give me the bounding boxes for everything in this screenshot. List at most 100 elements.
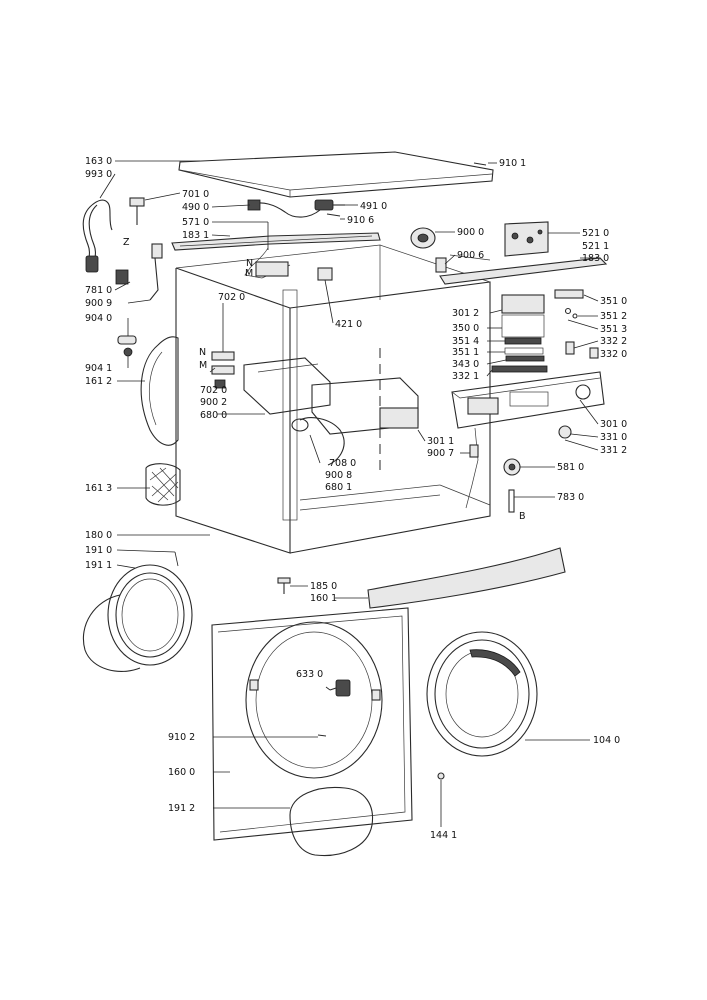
screw-910-2 [317,734,327,737]
callout-331-2: 331 2 [600,445,627,456]
callout-163-0: 163 0 [85,156,112,167]
marker-n-2: N [199,347,206,358]
callout-491-0: 491 0 [360,201,387,212]
screw-185 [277,577,291,594]
callout-144-1: 144 1 [430,830,457,841]
callout-351-0: 351 0 [600,296,627,307]
callout-900-6: 900 6 [457,250,484,261]
screw-910-6 [326,213,341,217]
callout-191-0: 191 0 [85,545,112,556]
component-900-0 [410,227,436,249]
washer-door [426,631,538,757]
marker-b: B [519,511,526,522]
callout-904-1: 904 1 [85,363,112,374]
marker-m-2: M [199,360,207,371]
adjustable-foot-904 [117,335,137,357]
component-421 [317,267,333,281]
callout-331-0: 331 0 [600,432,627,443]
callout-900-8: 900 8 [325,470,352,481]
callout-421-0: 421 0 [335,319,362,330]
callout-161-3: 161 3 [85,483,112,494]
wiring-harness [244,247,291,279]
callout-301-0: 301 0 [600,419,627,430]
callout-521-0: 521 0 [582,228,609,239]
callout-104-0: 104 0 [593,735,620,746]
callout-910-6: 910 6 [347,215,374,226]
callout-904-0: 904 0 [85,313,112,324]
top-rail [171,232,381,251]
callout-900-9: 900 9 [85,298,112,309]
inlet-valve-part [129,197,145,225]
callout-191-1: 191 1 [85,560,112,571]
callout-183-1: 183 1 [182,230,209,241]
callout-332-1: 332 1 [452,371,479,382]
callout-191-2: 191 2 [168,803,195,814]
control-module-521 [504,221,549,257]
callout-900-7: 900 7 [427,448,454,459]
callout-702-0-top: 702 0 [218,292,245,303]
clip-next-to-rail [151,243,163,259]
detergent-drawer [311,377,419,435]
dispenser-housing [243,357,331,415]
callout-783-0: 783 0 [557,492,584,503]
control-board-assembly [491,289,599,373]
callout-910-2: 910 2 [168,732,195,743]
screw-910-1 [473,162,487,166]
callout-161-2: 161 2 [85,376,112,387]
callout-571-0: 571 0 [182,217,209,228]
bracket-900-9 [149,257,159,301]
leader-lines [99,160,600,827]
callout-351-3: 351 3 [600,324,627,335]
marker-n-1: N [246,258,253,269]
callout-350-0: 350 0 [452,323,479,334]
callout-993-0: 993 0 [85,169,112,180]
filter-cover [145,463,181,506]
callout-781-0: 781 0 [85,285,112,296]
callout-160-1: 160 1 [310,593,337,604]
marker-z: Z [123,237,130,248]
callout-332-2: 332 2 [600,336,627,347]
callout-521-1: 521 1 [582,241,609,252]
control-panel [451,371,605,429]
front-top-rail [439,257,608,285]
callout-180-0: 180 0 [85,530,112,541]
rod-783 [508,489,515,513]
marker-m-1: M [245,268,253,279]
callout-301-2: 301 2 [452,308,479,319]
callout-301-1: 301 1 [427,436,454,447]
door-outer-ring [83,564,193,672]
callout-160-0: 160 0 [168,767,195,778]
valve-702 [211,351,235,375]
door-latch [329,679,351,697]
callout-490-0: 490 0 [182,202,209,213]
component-581 [503,458,521,476]
callout-351-1: 351 1 [452,347,479,358]
callout-581-0: 581 0 [557,462,584,473]
callout-701-0: 701 0 [182,189,209,200]
knob-331 [558,425,572,439]
callout-900-0: 900 0 [457,227,484,238]
connector-491 [314,199,345,211]
callout-351-2: 351 2 [600,311,627,322]
dispenser-hose [291,417,345,466]
top-cover [178,151,494,198]
harness-900-7 [465,427,479,509]
door-glass-bottom [289,786,374,857]
callout-708-0: 708 0 [329,458,356,469]
callout-910-1: 910 1 [499,158,526,169]
callout-183-0: 183 0 [582,253,609,264]
callout-labels: 163 0 993 0 701 0 490 0 571 0 183 1 781 … [85,156,627,841]
callout-680-0: 680 0 [200,410,227,421]
connection-markers: Z N M N M B [123,237,526,522]
clip-900-6 [435,257,447,273]
callout-900-2: 900 2 [200,397,227,408]
callout-351-4: 351 4 [452,336,479,347]
callout-633-0: 633 0 [296,669,323,680]
clip-351-2 [572,313,578,319]
component-781 [115,269,129,285]
callout-185-0: 185 0 [310,581,337,592]
power-cable [247,199,321,218]
front-panel [211,607,413,841]
screw-144-1 [437,772,445,780]
